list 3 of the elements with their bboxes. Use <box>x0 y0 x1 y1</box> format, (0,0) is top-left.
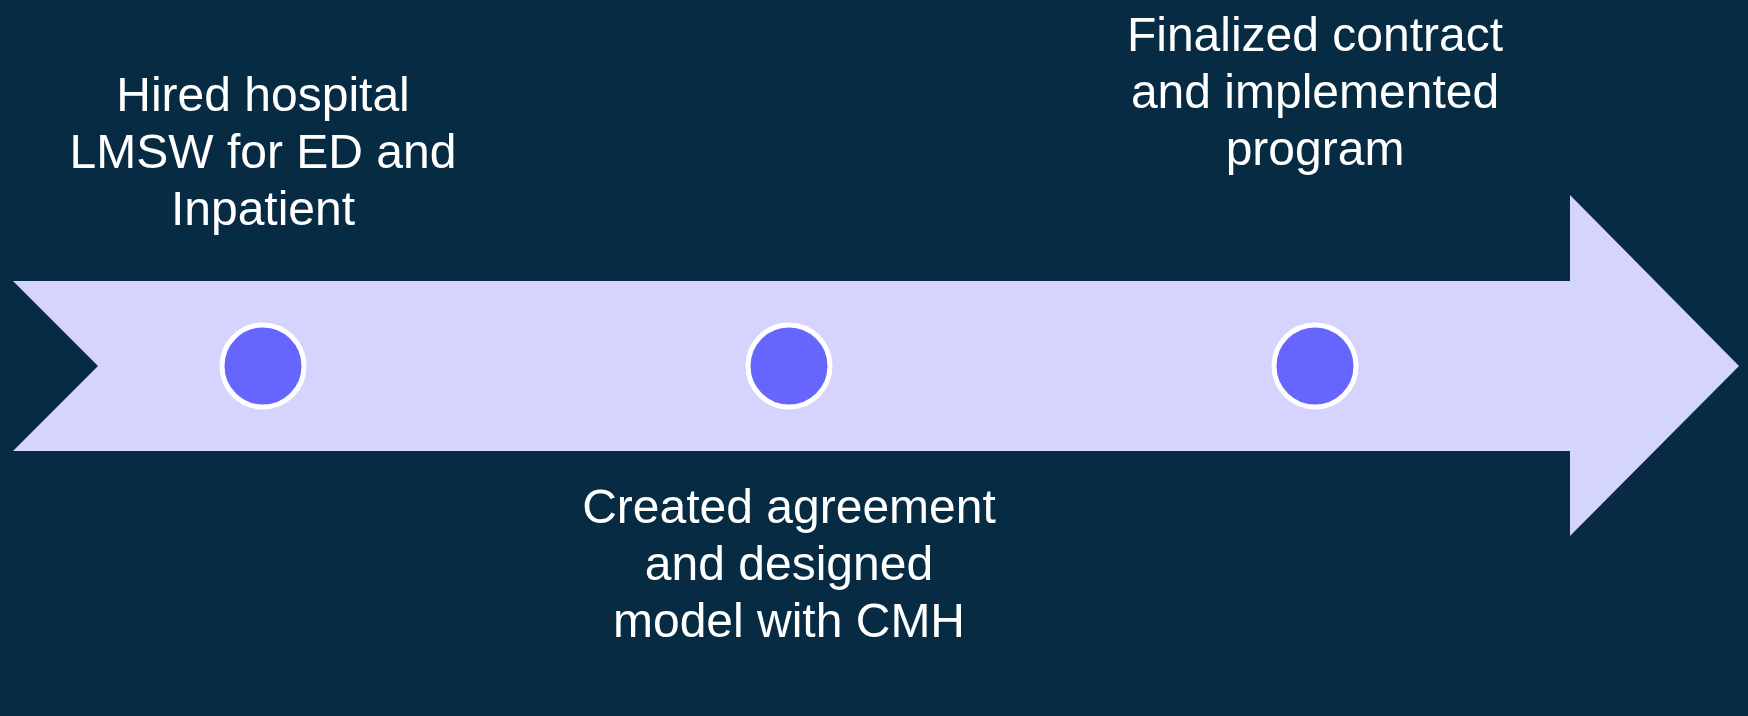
milestone-text: Finalized contract and implemented program <box>1125 7 1505 177</box>
milestone-text: Hired hospital LMSW for ED and Inpatient <box>68 67 458 237</box>
milestone-text: Created agreement and designed model with CMH <box>581 479 997 649</box>
